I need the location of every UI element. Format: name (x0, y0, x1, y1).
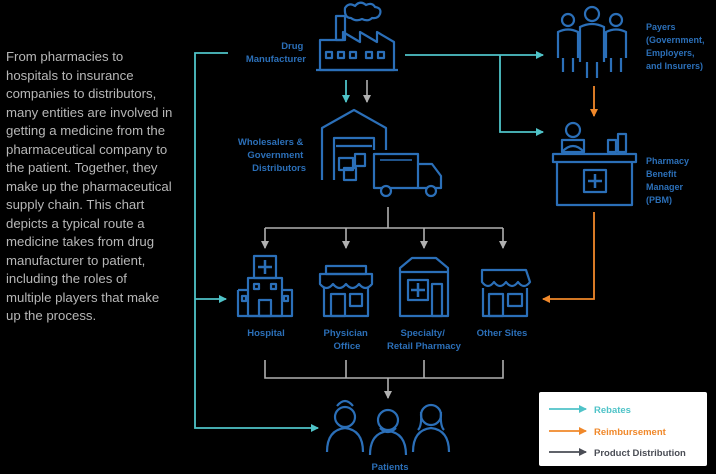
pharmacy-icon (398, 256, 450, 318)
factory-icon (316, 1, 398, 72)
reimbursement-flows (542, 86, 598, 303)
label-pbm: Pharmacy Benefit Manager (PBM) (646, 156, 692, 205)
label-other-sites: Other Sites (477, 328, 528, 339)
intro-text: From pharmacies to hospitals to insuranc… (6, 49, 173, 323)
rebate-arrow-to-pbm (499, 55, 544, 136)
label-specialty-pharmacy: Specialty/ Retail Pharmacy (387, 328, 462, 352)
label-physician-office: Physician Office (324, 328, 371, 352)
legend-label-rebates: Rebates (594, 405, 631, 416)
rebate-flows (194, 51, 544, 432)
label-wholesalers: Wholesalers & Government Distributors (238, 137, 306, 174)
label-payers: Payers (Government, Employers, and Insur… (646, 22, 707, 71)
physician-office-icon (318, 264, 374, 318)
legend: Rebates Reimbursement Product Distributi… (539, 392, 707, 466)
reimb-pbm-to-sites (542, 212, 595, 303)
rebate-left-loop (194, 52, 319, 432)
hospital-icon (236, 254, 294, 318)
label-patients: Patients (372, 462, 409, 473)
payers-people-icon (556, 5, 628, 78)
legend-label-reimbursement: Reimbursement (594, 427, 667, 438)
label-drug-manufacturer: Drug Manufacturer (246, 41, 306, 65)
patients-icon (325, 399, 451, 456)
pbm-desk-icon (551, 121, 638, 207)
legend-label-distribution: Product Distribution (594, 448, 686, 459)
warehouse-truck-icon (320, 108, 443, 198)
other-sites-icon (480, 268, 532, 318)
distribution-flows (261, 80, 507, 399)
label-hospital: Hospital (247, 328, 284, 339)
